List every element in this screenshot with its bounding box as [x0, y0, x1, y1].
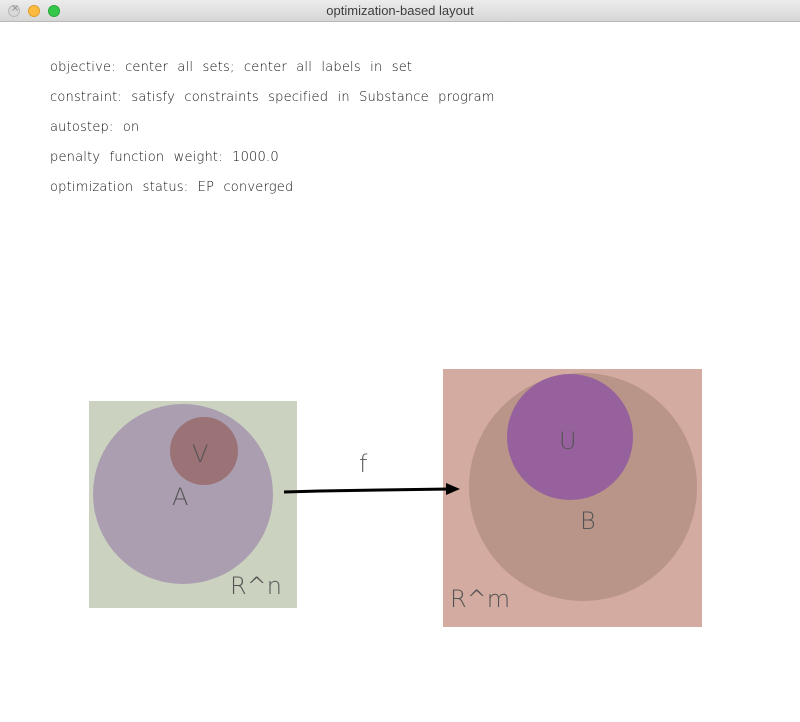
set-u-label: U	[559, 427, 577, 455]
minimize-button[interactable]	[28, 5, 40, 17]
window-titlebar: optimization-based layout	[0, 0, 800, 22]
autostep-line: autostep: on	[50, 120, 140, 135]
window-title: optimization-based layout	[326, 3, 474, 18]
map-f-arrowhead	[446, 483, 460, 495]
map-f-arrow	[283, 487, 451, 494]
set-b-label: B	[580, 507, 596, 535]
penalty-weight-line: penalty function weight: 1000.0	[50, 150, 279, 165]
space-rn-label: R^n	[230, 572, 282, 600]
objective-line: objective: center all sets; center all l…	[50, 60, 413, 75]
set-v-label: V	[192, 440, 208, 468]
zoom-button[interactable]	[48, 5, 60, 17]
optimization-status-line: optimization status: EP converged	[50, 180, 294, 195]
close-button[interactable]	[8, 3, 20, 17]
optimization-info: objective: center all sets; center all l…	[50, 58, 495, 208]
set-u	[507, 374, 633, 500]
map-f-label: f	[359, 450, 368, 478]
space-rm-label: R^m	[450, 585, 510, 613]
set-a-label: A	[172, 483, 188, 511]
set-v	[170, 417, 238, 485]
constraint-line: constraint: satisfy constraints specifie…	[50, 90, 495, 105]
